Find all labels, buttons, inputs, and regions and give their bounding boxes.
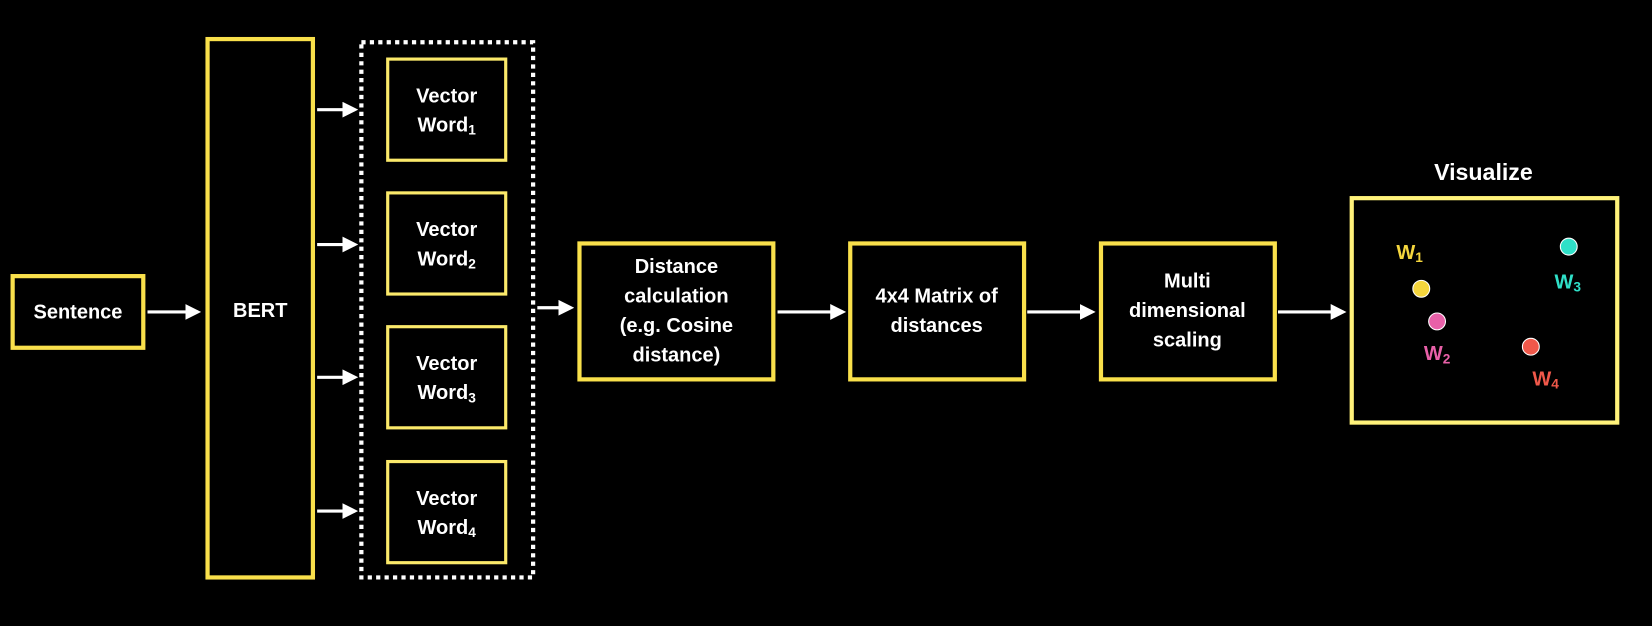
point-subscript: 1	[1415, 250, 1423, 265]
vector-node-1: Vector Word1	[386, 57, 508, 162]
point-label: W	[1396, 242, 1415, 264]
mds-line: scaling	[1153, 330, 1222, 352]
point-subscript: 3	[1573, 279, 1581, 294]
svg-text:Word2: Word2	[418, 249, 477, 272]
matrix-line: distances	[890, 315, 982, 337]
distance-line: calculation	[624, 285, 728, 307]
word-label: Word	[418, 249, 469, 271]
word-subscript: 1	[468, 122, 476, 137]
word-label: Word	[418, 115, 469, 137]
bert-node: BERT	[205, 36, 316, 580]
word-subscript: 2	[468, 256, 476, 271]
visualize-title: Visualize	[1434, 159, 1533, 185]
vector-node-2: Vector Word2	[386, 191, 508, 296]
mds-line: Multi	[1164, 271, 1211, 293]
sentence-label: Sentence	[33, 301, 122, 323]
point-label: W	[1554, 272, 1573, 294]
word-subscript: 3	[468, 390, 476, 405]
point-subscript: 2	[1443, 351, 1451, 366]
svg-text:Word3: Word3	[418, 382, 477, 405]
svg-text:W2: W2	[1424, 343, 1451, 366]
point-w2: W2	[1424, 312, 1451, 366]
visualize-plot	[1349, 196, 1620, 425]
point-subscript: 4	[1551, 376, 1559, 391]
vector-label: Vector	[416, 85, 477, 107]
mds-node: Multi dimensional scaling	[1098, 241, 1277, 382]
vector-label: Vector	[416, 353, 477, 375]
vector-label: Vector	[416, 488, 477, 510]
matrix-line: 4x4 Matrix of	[875, 285, 998, 307]
distance-line: (e.g. Cosine	[620, 315, 733, 337]
vector-node-3: Vector Word3	[386, 325, 508, 430]
point-marker	[1428, 312, 1447, 331]
point-label: W	[1424, 343, 1443, 365]
point-marker	[1521, 337, 1540, 356]
point-w1: W1	[1396, 242, 1431, 298]
point-w3: W3	[1554, 237, 1581, 295]
word-label: Word	[418, 517, 469, 539]
svg-text:W3: W3	[1554, 272, 1581, 295]
word-subscript: 4	[468, 525, 476, 540]
distance-node: Distance calculation (e.g. Cosine distan…	[577, 241, 776, 382]
svg-text:Word1: Word1	[418, 115, 477, 138]
svg-text:W1: W1	[1396, 242, 1423, 265]
point-label: W	[1532, 369, 1551, 391]
svg-text:W4: W4	[1532, 369, 1559, 392]
matrix-node: 4x4 Matrix of distances	[848, 241, 1027, 382]
bert-label: BERT	[233, 300, 287, 322]
vector-node-4: Vector Word4	[386, 459, 508, 565]
point-marker	[1412, 279, 1431, 298]
vector-group-border	[359, 40, 536, 580]
point-marker	[1559, 237, 1578, 256]
distance-line: distance)	[632, 344, 720, 366]
mds-line: dimensional	[1129, 300, 1246, 322]
point-w4: W4	[1521, 337, 1559, 392]
vector-label: Vector	[416, 219, 477, 241]
svg-text:Word4: Word4	[418, 517, 477, 540]
word-label: Word	[418, 382, 469, 404]
sentence-node: Sentence	[10, 274, 146, 350]
distance-line: Distance	[635, 256, 718, 278]
